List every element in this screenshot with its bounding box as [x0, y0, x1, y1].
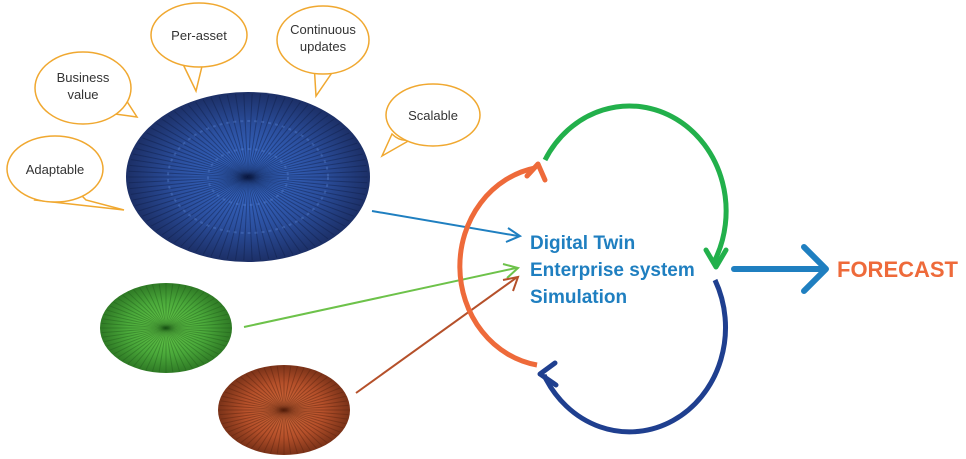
arrow-orange-to-center — [355, 275, 520, 394]
bubble-scalable-label: Scalable — [408, 108, 458, 123]
forecast-label: FORECAST — [837, 257, 959, 282]
bubble-business-value: Business value — [34, 51, 139, 125]
center-label-enterprise-system: Enterprise system — [530, 260, 695, 281]
bubble-adaptable-label: Adaptable — [26, 162, 85, 177]
center-label-digital-twin: Digital Twin — [530, 233, 635, 254]
arrow-green-to-center — [243, 263, 521, 328]
bubble-business-value-line2: value — [67, 87, 98, 102]
green-data-disc — [100, 283, 232, 373]
bubble-per-asset-label: Per-asset — [171, 28, 227, 43]
bubble-scalable: Scalable — [380, 83, 481, 158]
feedback-cycle — [457, 103, 729, 435]
cycle-arrowhead-green — [703, 247, 729, 270]
cycle-arc-orange — [457, 165, 538, 368]
cycle-arc-green — [542, 103, 729, 264]
bubble-continuous-updates-line1: Continuous — [290, 22, 356, 37]
bubble-continuous-updates: Continuous updates — [276, 5, 370, 99]
bubble-per-asset: Per-asset — [150, 2, 248, 94]
bubble-business-value-line1: Business — [57, 70, 110, 85]
cycle-arrowhead-orange — [524, 161, 548, 183]
bubble-adaptable: Adaptable — [6, 135, 125, 211]
bubble-continuous-updates-line2: updates — [300, 39, 347, 54]
cycle-arc-blue — [541, 278, 729, 435]
orange-data-disc — [218, 365, 350, 455]
blue-data-disc — [126, 92, 370, 262]
forecast-arrow — [731, 244, 829, 294]
arrow-blue-to-center — [371, 210, 523, 243]
cycle-arrowhead-blue — [537, 360, 559, 388]
center-label-simulation: Simulation — [530, 287, 627, 308]
